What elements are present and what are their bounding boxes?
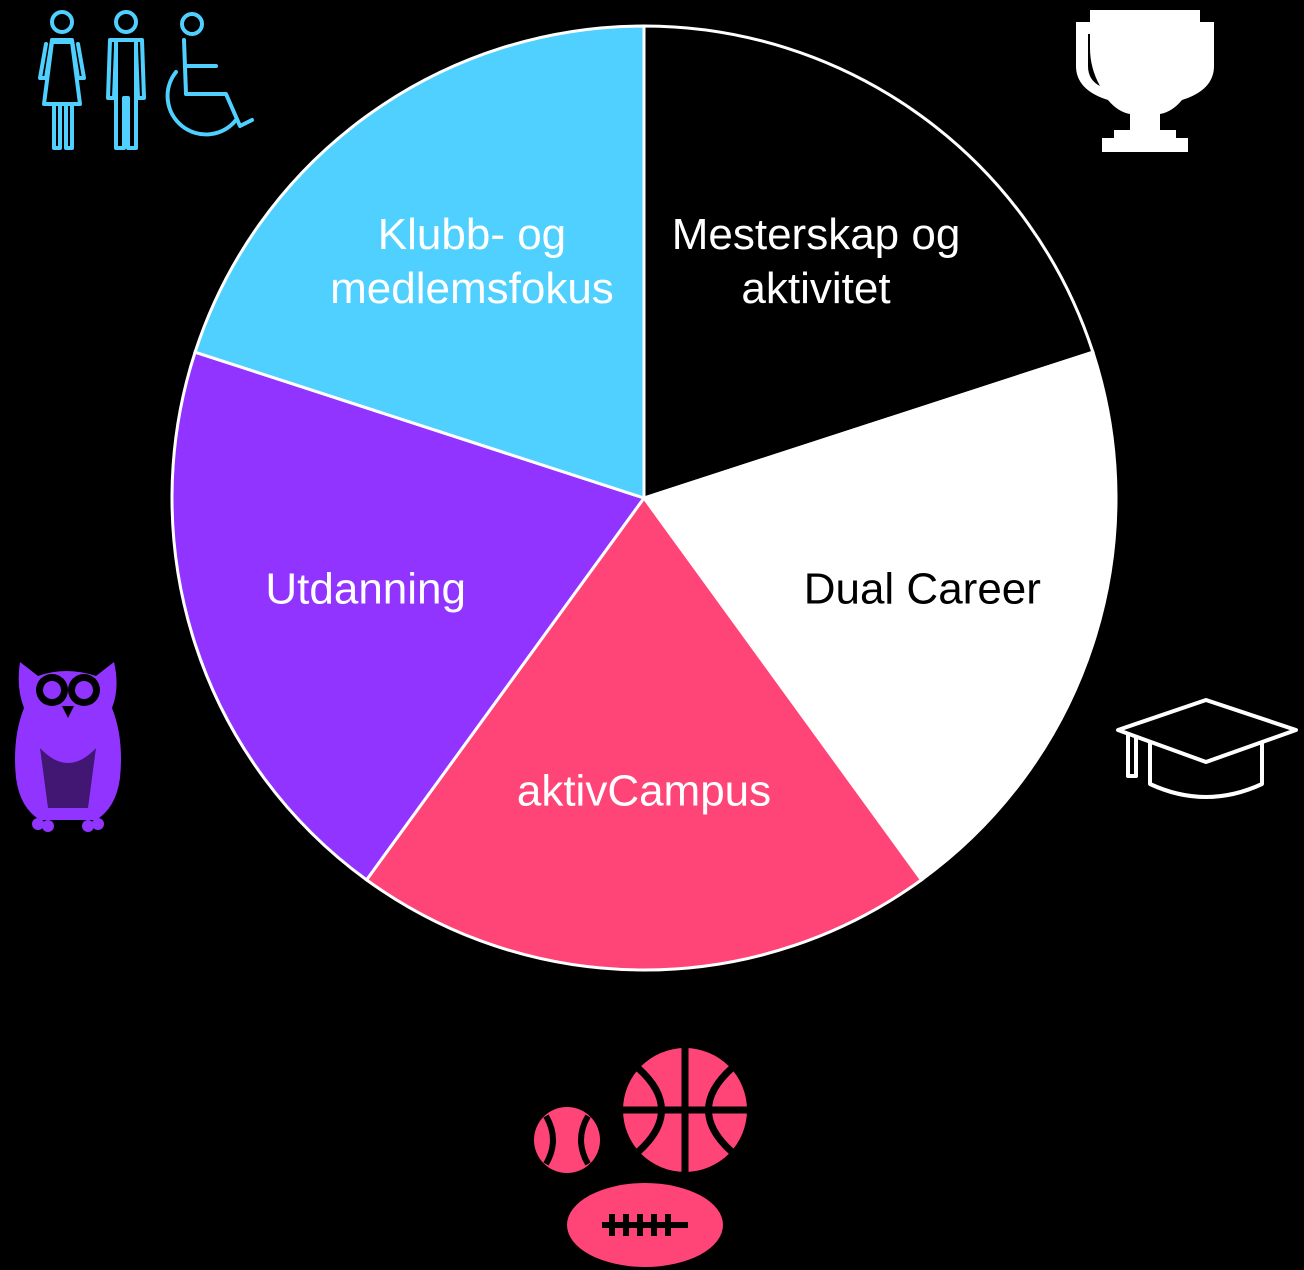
slice-label: Dual Career [804, 564, 1041, 613]
pie-slice [364, 495, 924, 972]
people-accessibility-icon [30, 8, 270, 158]
slice-label: Mesterskap og aktivitet [672, 210, 961, 313]
pie-slice [170, 350, 647, 882]
slice-label-line: Dual Career [804, 564, 1041, 613]
pie-slice [642, 24, 1095, 501]
slice-label-line: aktivitet [741, 264, 890, 313]
slice-label: aktivCampus [517, 767, 771, 816]
graduation-cap-icon [1114, 696, 1300, 802]
pie-slice [641, 350, 1118, 882]
slice-label-line: medlemsfokus [330, 264, 614, 313]
slice-label-line: Utdanning [265, 564, 466, 613]
trophy-icon [1070, 8, 1220, 158]
slice-label: Utdanning [265, 564, 466, 613]
owl-icon [8, 658, 128, 838]
pie-slice [193, 24, 646, 501]
slice-label-line: aktivCampus [517, 767, 771, 816]
sports-balls-icon [530, 1040, 760, 1270]
slice-label-line: Mesterskap og [672, 210, 961, 259]
slice-label: Klubb- og medlemsfokus [330, 210, 614, 313]
slice-label-line: Klubb- og [378, 210, 566, 259]
